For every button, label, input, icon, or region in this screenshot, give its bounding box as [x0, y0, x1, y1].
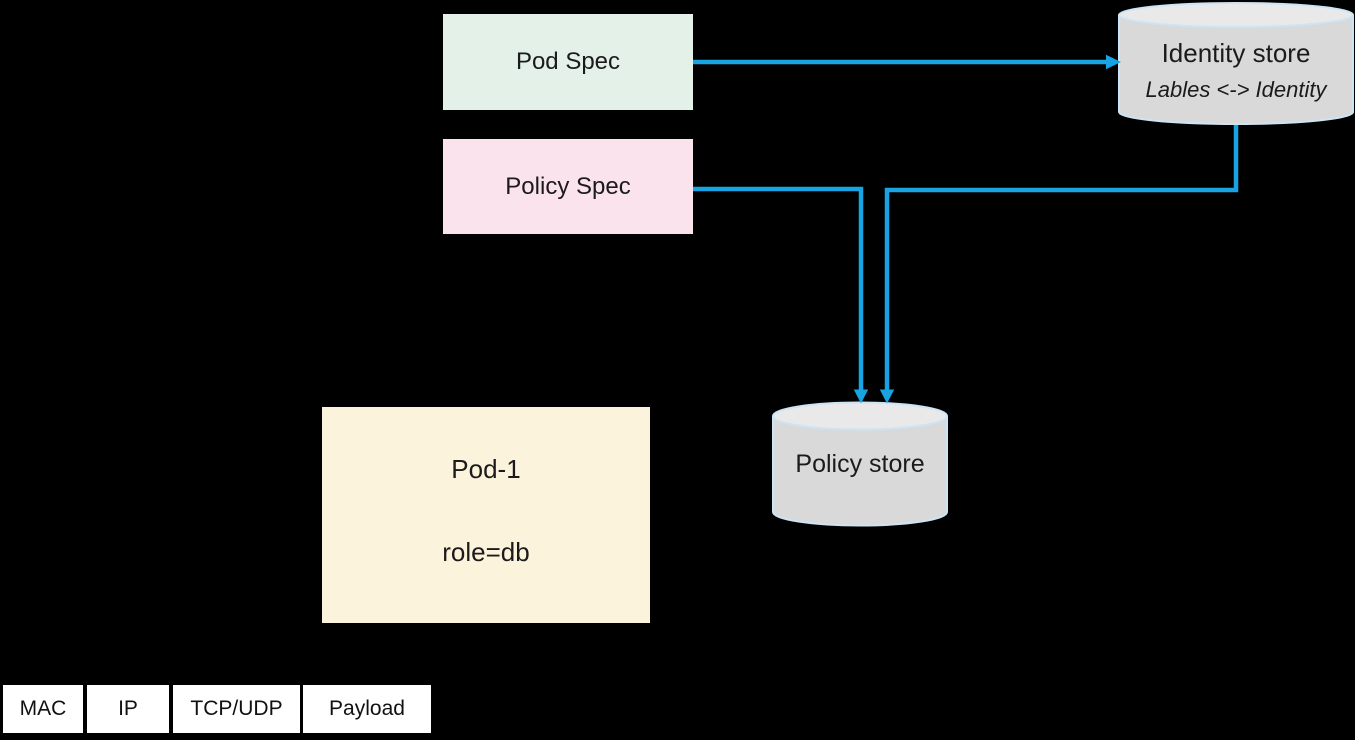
pod-spec-box: Pod Spec — [443, 14, 693, 110]
policy-store-label: Policy store — [795, 450, 925, 478]
policy-spec-box: Policy Spec — [443, 139, 693, 234]
identity-store-subtitle: Lables <-> Identity — [1145, 77, 1327, 102]
connector-policyspec-to-policystore — [693, 186, 864, 390]
policy-store-cylinder — [772, 401, 948, 527]
arrowhead-into-identitystore — [1106, 54, 1121, 70]
packet-cell-ip: IP — [87, 685, 169, 733]
arrowhead-identitystore-into-policystore — [879, 389, 895, 404]
packet-cell-mac: MAC — [3, 685, 83, 733]
identity-store-title: Identity store — [1161, 38, 1311, 68]
pod1-title: Pod-1 — [451, 454, 521, 484]
connector-identitystore-to-policystore — [884, 120, 1239, 390]
arrowhead-policyspec-into-policystore — [853, 389, 869, 404]
packet-cell-tcpudp: TCP/UDP — [173, 685, 300, 733]
identity-store-cylinder — [1118, 2, 1354, 125]
pod1-subtitle: role=db — [442, 537, 530, 567]
policy-store-cylinder-top-ellipse — [772, 401, 948, 431]
policy-store-cylinder-body — [772, 416, 948, 527]
identity-store-cylinder-top-ellipse — [1118, 2, 1354, 28]
pod1-box — [322, 407, 650, 623]
pod-spec-label: Pod Spec — [515, 48, 621, 75]
identity-store-cylinder-body — [1118, 15, 1354, 125]
packet-cell-payload: Payload — [303, 685, 431, 733]
policy-spec-label: Policy Spec — [505, 172, 631, 200]
